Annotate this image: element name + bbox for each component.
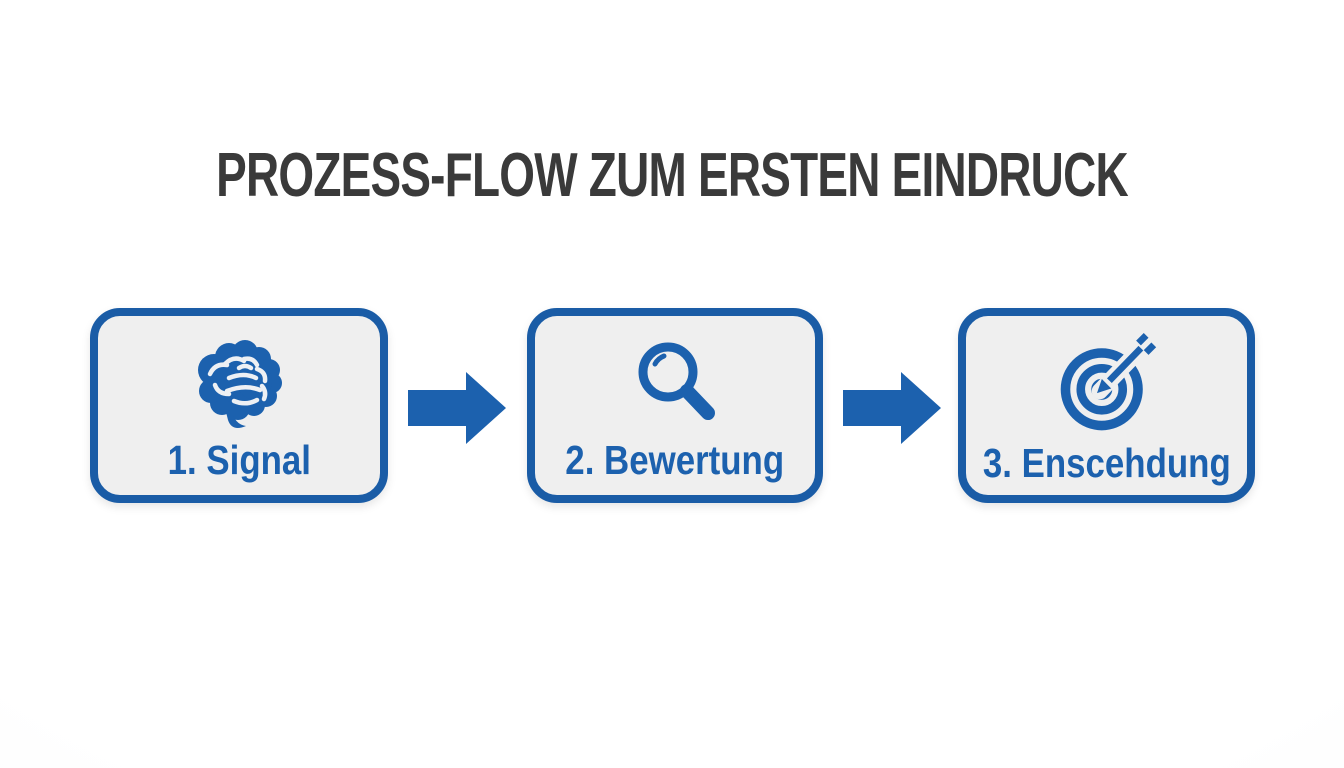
arrow-right-icon: [408, 372, 506, 444]
step-label-entscheidung: 3. Enscehdung: [982, 439, 1231, 486]
magnifier-icon: [638, 342, 715, 420]
step-box-bewertung: 2. Bewertung: [527, 308, 823, 503]
brain-icon: [197, 340, 282, 428]
page-title: PROZESS-FLOW ZUM ERSTEN EINDRUCK: [216, 141, 1129, 210]
step-label-bewertung: 2. Bewertung: [565, 437, 785, 483]
step-box-signal: 1. Signal: [90, 308, 388, 503]
step-box-entscheidung: 3. Enscehdung: [958, 308, 1255, 503]
step-label-signal: 1. Signal: [167, 437, 311, 483]
target-icon: [1060, 332, 1156, 430]
arrow-right-icon: [843, 372, 941, 444]
